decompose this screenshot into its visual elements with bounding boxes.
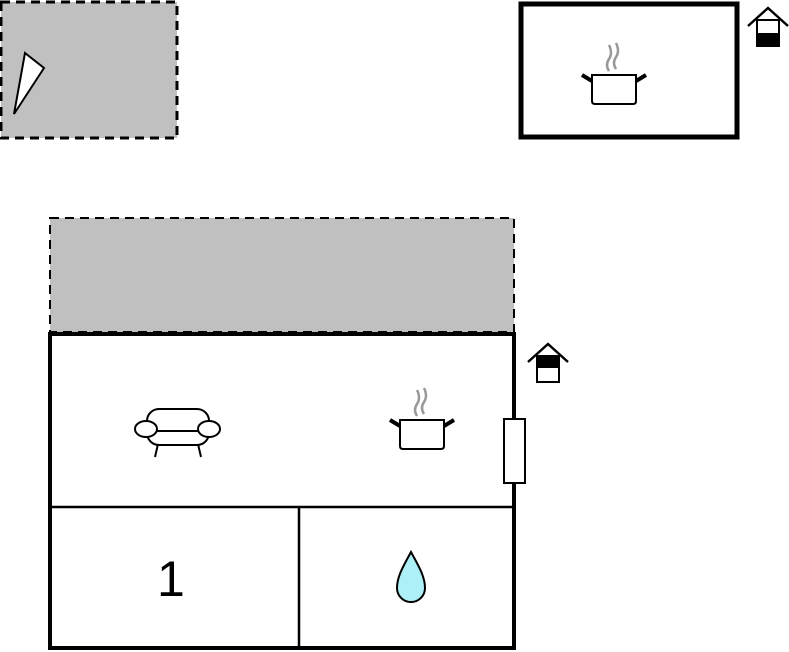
compass-needle-icon <box>13 51 46 115</box>
terrace-main <box>49 217 515 333</box>
sofa-icon <box>134 408 221 458</box>
main-house <box>48 332 516 650</box>
terrace-top-left <box>0 0 179 140</box>
entrance-home-icon <box>746 6 789 48</box>
bedroom-number-label: 1 <box>157 551 185 607</box>
entrance-home-icon <box>526 342 570 384</box>
water-drop-icon <box>395 549 427 603</box>
outdoor-kitchen-room <box>518 1 740 140</box>
door-icon <box>503 418 526 484</box>
